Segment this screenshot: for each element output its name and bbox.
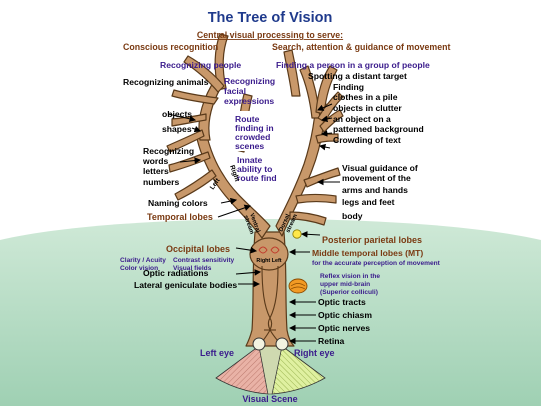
- label-facial-1: Recognizing: [224, 76, 275, 86]
- label-reflex-2: upper mid-brain: [320, 281, 370, 288]
- label-right-left: Right Left: [256, 258, 281, 264]
- optic-pathways: [258, 265, 283, 347]
- label-occipital-lobes: Occipital lobes: [166, 244, 230, 254]
- label-words-3: letters: [143, 166, 169, 176]
- label-accurate-movement: for the accurate perception of movement: [312, 260, 441, 267]
- label-recognizing-people: Recognizing people: [160, 60, 241, 70]
- label-middle-temporal: Middle temporal lobes (MT): [312, 248, 423, 258]
- label-route-1: Route: [235, 114, 260, 124]
- central-processing-heading: Central visual processing to serve:: [197, 30, 343, 40]
- label-shapes: shapes: [162, 124, 192, 134]
- label-lgb: Lateral geniculate bodies: [134, 280, 237, 290]
- label-reflex-3: (Superior colliculi): [320, 289, 378, 296]
- label-finding-person: Finding a person in a group of people: [276, 60, 430, 70]
- label-contrast: Contrast sensitivity: [173, 257, 235, 264]
- label-route-3: crowded: [235, 132, 270, 142]
- label-innate-2: ability to: [237, 164, 272, 174]
- label-words-4: numbers: [143, 177, 180, 187]
- label-visual-scene: Visual Scene: [242, 394, 297, 404]
- occipital-markings: [258, 246, 280, 254]
- label-posterior-parietal: Posterior parietal lobes: [322, 235, 422, 245]
- conscious-recognition-heading: Conscious recognition: [123, 42, 218, 52]
- label-finding-clothes-2: clothes in a pile: [333, 92, 398, 102]
- label-left-eye: Left eye: [200, 348, 234, 358]
- search-attention-heading: Search, attention & guidance of movement: [272, 42, 450, 52]
- label-legs-feet: legs and feet: [342, 197, 395, 207]
- label-visual-fields: Visual fields: [173, 265, 212, 272]
- page-title: The Tree of Vision: [208, 10, 333, 26]
- left-eye-icon: [252, 337, 266, 351]
- label-reflex-1: Reflex vision in the: [320, 273, 380, 280]
- label-finding-clothes-1: Finding: [333, 82, 364, 92]
- label-crowding: Crowding of text: [333, 135, 401, 145]
- label-optic-chiasm: Optic chiasm: [318, 310, 372, 320]
- label-temporal-lobes: Temporal lobes: [147, 212, 213, 222]
- label-facial-3: expressions: [224, 96, 274, 106]
- superior-colliculus: [288, 278, 308, 294]
- label-object-patterned-1: an object on a: [333, 114, 391, 124]
- label-clarity: Clarity / Acuity: [120, 257, 166, 264]
- innate-box: [235, 154, 275, 182]
- pointer-arrows: [167, 103, 340, 345]
- label-color-vision: Color vision: [120, 265, 158, 272]
- right-eye-icon: [275, 337, 289, 351]
- label-innate-3: route find: [237, 173, 277, 183]
- label-visual-guidance-1: Visual guidance of: [342, 163, 418, 173]
- route-box: [232, 111, 272, 151]
- label-objects: objects: [162, 109, 192, 119]
- occipital-brain: [249, 237, 289, 271]
- label-naming-colors: Naming colors: [148, 198, 208, 208]
- label-spotting: Spotting a distant target: [308, 71, 407, 81]
- label-facial-2: facial: [224, 86, 246, 96]
- label-optic-radiations: Optic radiations: [143, 268, 209, 278]
- label-object-patterned-2: patterned background: [333, 124, 424, 134]
- label-arms-hands: arms and hands: [342, 185, 408, 195]
- label-optic-tracts: Optic tracts: [318, 297, 366, 307]
- label-words-2: words: [142, 156, 169, 166]
- label-route-2: finding in: [235, 123, 274, 133]
- label-optic-nerves: Optic nerves: [318, 323, 370, 333]
- label-recognizing-animals: Recognizing animals: [123, 77, 209, 87]
- label-route-4: scenes: [235, 141, 264, 151]
- label-right-eye: Right eye: [294, 348, 335, 358]
- label-body: body: [342, 211, 363, 221]
- label-retina: Retina: [318, 336, 344, 346]
- label-objects-clutter: objects in clutter: [333, 103, 402, 113]
- label-words-1: Recognizing: [143, 146, 194, 156]
- label-innate-1: Innate: [237, 155, 263, 165]
- mt-dot: [292, 229, 302, 239]
- label-visual-guidance-2: movement of the: [342, 173, 411, 183]
